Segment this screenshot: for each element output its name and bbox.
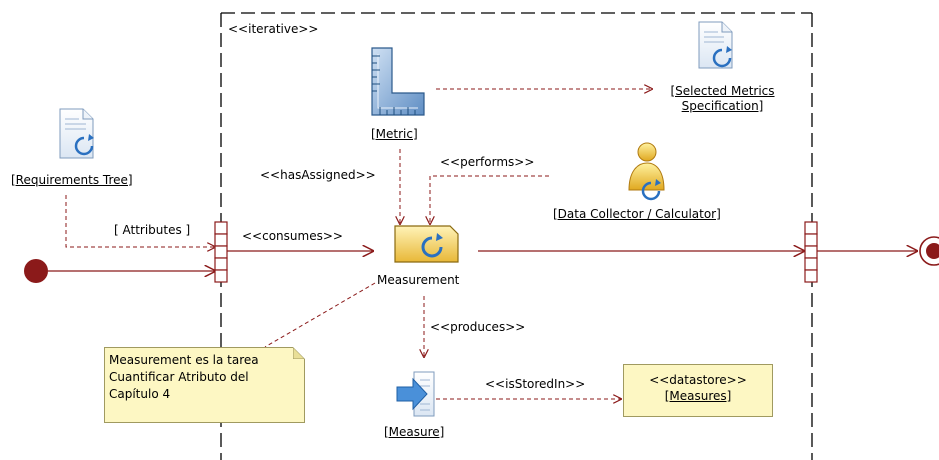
attributes-flow [65, 195, 215, 247]
measurement-label[interactable]: Measurement [377, 273, 460, 287]
performs-flow [430, 175, 549, 224]
requirements-tree-label[interactable]: [Requirements Tree] [11, 173, 133, 187]
input-pins [214, 221, 228, 283]
measure-label[interactable]: [Measure] [384, 425, 445, 439]
note-line-1: Measurement es la tarea [109, 353, 259, 367]
datastore-stereotype: <<datastore>> [649, 373, 747, 387]
note-line-2: Cuantificar Atributo del [109, 370, 249, 384]
note-anchor [264, 282, 376, 348]
iterative-stereotype: <<iterative>> [228, 22, 319, 36]
is-stored-in-label: <<isStoredIn>> [485, 377, 586, 391]
person-icon[interactable] [628, 142, 665, 201]
initial-node[interactable] [24, 259, 48, 283]
performs-label: <<performs>> [440, 155, 535, 169]
metric-label[interactable]: [Metric] [371, 127, 418, 141]
selected-metrics-label[interactable]: [Selected Metrics Specification] [650, 84, 795, 114]
selected-metrics-line2: Specification] [681, 99, 764, 113]
produces-label: <<produces>> [430, 320, 526, 334]
output-pins [804, 221, 818, 283]
has-assigned-label: <<hasAssigned>> [260, 168, 376, 182]
attributes-label: [ Attributes ] [114, 223, 191, 237]
ruler-icon[interactable] [371, 47, 425, 116]
note-fold-corner [293, 347, 305, 359]
note-line-3: Capítulo 4 [109, 387, 171, 401]
selected-metrics-line1: [Selected Metrics [670, 84, 775, 98]
activity-icon[interactable] [394, 225, 459, 263]
consumes-label: <<consumes>> [242, 229, 343, 243]
activity-final-node[interactable] [919, 236, 939, 266]
note[interactable]: Measurement es la tarea Cuantificar Atri… [104, 347, 305, 423]
data-collector-label[interactable]: [Data Collector / Calculator] [553, 207, 721, 221]
datastore-label: [Measures] [664, 389, 732, 403]
arrow-document-icon[interactable] [396, 371, 435, 417]
datastore-node[interactable]: <<datastore>> [Measures] [623, 364, 773, 417]
document-icon[interactable] [698, 21, 733, 69]
document-icon[interactable] [59, 108, 94, 159]
